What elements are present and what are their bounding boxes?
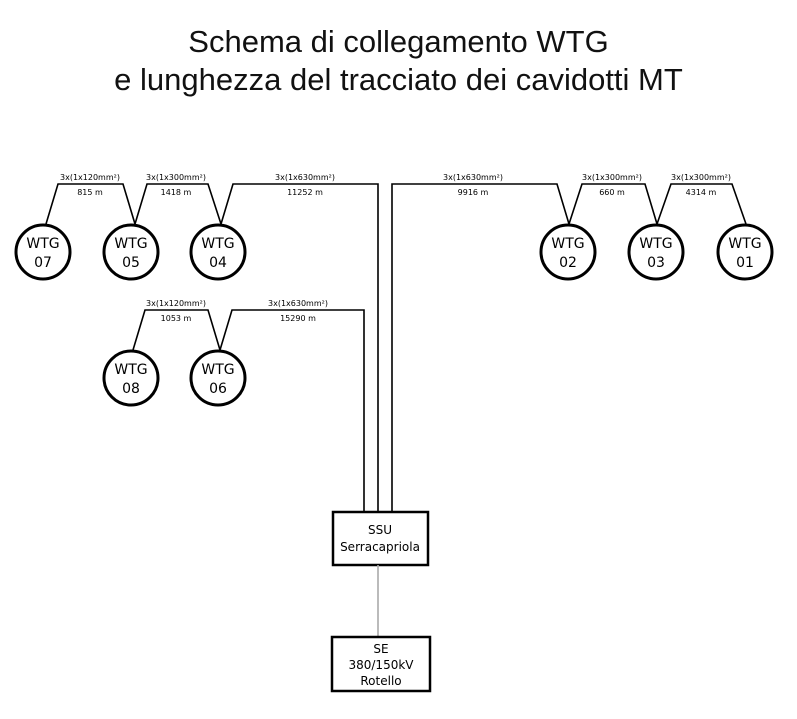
cable-length: 15290 m [280, 314, 316, 323]
cable-label-08-06: 3x(1x120mm²) 1053 m [146, 299, 206, 323]
ssu-location: Serracapriola [340, 540, 420, 554]
cable-section: 3x(1x120mm²) [60, 173, 120, 182]
cable-label-04-ssu: 3x(1x630mm²) 11252 m [275, 173, 335, 197]
cable-section: 3x(1x300mm²) [582, 173, 642, 182]
wtg-node-02: WTG 02 [539, 223, 597, 281]
cable-section: 3x(1x630mm²) [275, 173, 335, 182]
svg-text:WTG: WTG [201, 362, 234, 378]
se-voltage: 380/150kV [348, 658, 414, 672]
cable-section: 3x(1x120mm²) [146, 299, 206, 308]
cable-length: 11252 m [287, 188, 323, 197]
svg-text:01: 01 [736, 255, 754, 271]
svg-text:WTG: WTG [639, 236, 672, 252]
wtg-node-05: WTG 05 [102, 223, 160, 281]
cable-section: 3x(1x630mm²) [443, 173, 503, 182]
wires-left-string [45, 183, 379, 512]
svg-text:07: 07 [34, 255, 52, 271]
cable-label-06-ssu: 3x(1x630mm²) 15290 m [268, 299, 328, 323]
cable-label-07-05: 3x(1x120mm²) 815 m [60, 173, 120, 197]
wtg-node-07: WTG 07 [14, 223, 72, 281]
diagram-title-line2: e lunghezza del tracciato dei cavidotti … [114, 62, 683, 97]
wires-middle-string [132, 309, 365, 512]
cable-length: 4314 m [686, 188, 717, 197]
wtg-node-06: WTG 06 [189, 349, 247, 407]
se-label: SE [373, 642, 388, 656]
svg-text:WTG: WTG [728, 236, 761, 252]
svg-text:WTG: WTG [26, 236, 59, 252]
wtg-node-01: WTG 01 [716, 223, 774, 281]
wtg-node-03: WTG 03 [627, 223, 685, 281]
svg-text:02: 02 [559, 255, 577, 271]
ssu-label: SSU [368, 523, 392, 537]
wires-right-string [391, 183, 747, 512]
diagram-title-line1: Schema di collegamento WTG [188, 24, 609, 59]
se-box: SE 380/150kV Rotello [330, 635, 432, 693]
cable-section: 3x(1x300mm²) [146, 173, 206, 182]
svg-text:WTG: WTG [114, 236, 147, 252]
svg-text:03: 03 [647, 255, 665, 271]
svg-text:WTG: WTG [551, 236, 584, 252]
cable-label-01-03: 3x(1x300mm²) 4314 m [671, 173, 731, 197]
cable-label-02-ssu: 3x(1x630mm²) 9916 m [443, 173, 503, 197]
cable-length: 660 m [599, 188, 625, 197]
cable-length: 9916 m [458, 188, 489, 197]
cable-section: 3x(1x630mm²) [268, 299, 328, 308]
se-location: Rotello [360, 674, 401, 688]
cable-length: 1418 m [161, 188, 192, 197]
svg-text:06: 06 [209, 381, 227, 397]
cable-length: 1053 m [161, 314, 192, 323]
cable-label-05-04: 3x(1x300mm²) 1418 m [146, 173, 206, 197]
svg-text:WTG: WTG [114, 362, 147, 378]
svg-text:WTG: WTG [201, 236, 234, 252]
cable-section: 3x(1x300mm²) [671, 173, 731, 182]
svg-text:05: 05 [122, 255, 140, 271]
cable-length: 815 m [77, 188, 103, 197]
wtg-node-08: WTG 08 [102, 349, 160, 407]
wtg-node-04: WTG 04 [189, 223, 247, 281]
svg-text:04: 04 [209, 255, 227, 271]
cable-label-03-02: 3x(1x300mm²) 660 m [582, 173, 642, 197]
svg-text:08: 08 [122, 381, 140, 397]
ssu-box: SSU Serracapriola [331, 510, 430, 567]
